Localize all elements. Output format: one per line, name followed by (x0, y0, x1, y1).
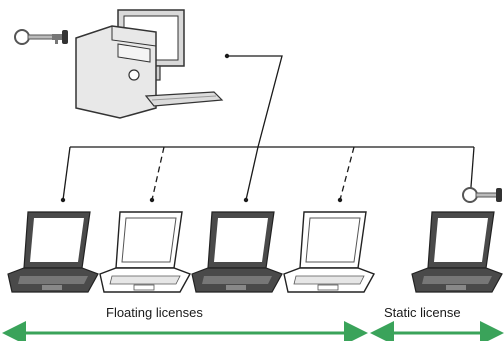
key-icon (14, 29, 68, 45)
desktop-computer-icon (75, 9, 224, 119)
floating-licenses-label: Floating licenses (106, 305, 203, 320)
network-lines (60, 53, 475, 203)
static-license-label: Static license (384, 305, 461, 320)
laptop-icon (191, 211, 283, 293)
laptop-icon (7, 211, 99, 293)
key-icon (462, 187, 502, 203)
laptop-icon (411, 211, 503, 293)
laptop-icon (99, 211, 192, 293)
laptop-icon (283, 211, 376, 293)
